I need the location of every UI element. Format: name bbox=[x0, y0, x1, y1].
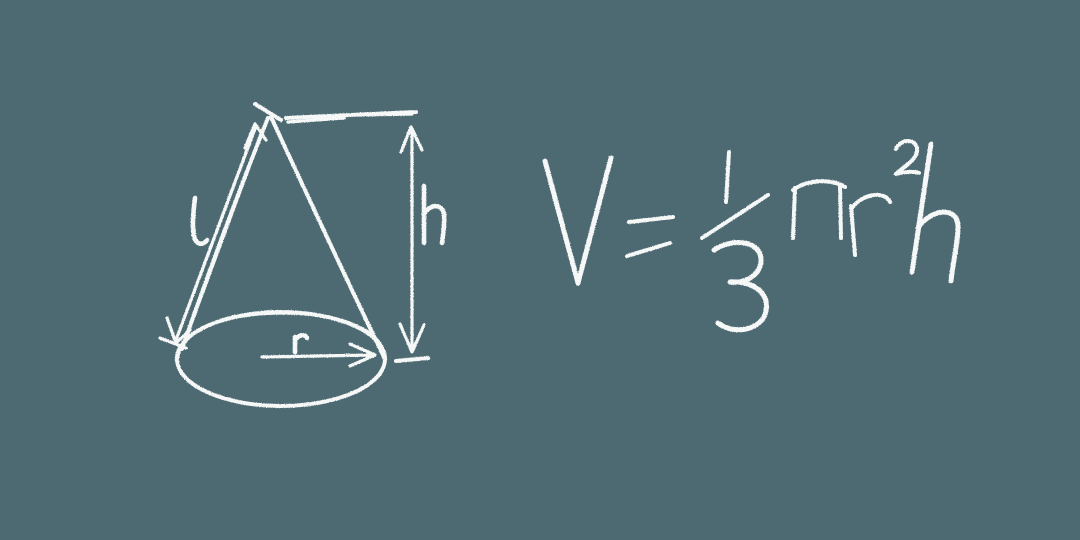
cone-base-ellipse-overstroke bbox=[176, 311, 387, 360]
formula-pi: π bbox=[791, 179, 847, 240]
formula-fraction-bar bbox=[700, 193, 770, 240]
height-arrowhead-down bbox=[398, 322, 426, 354]
formula-equals-top-bar bbox=[627, 215, 675, 224]
height-label: h bbox=[421, 183, 447, 246]
apex-guide-line-overstroke bbox=[286, 112, 414, 124]
slant-height-arrow-shaft bbox=[174, 124, 258, 342]
formula-equals-bottom-bar bbox=[625, 241, 672, 258]
formula-numerator-1 bbox=[724, 150, 731, 204]
radius-label: r bbox=[292, 332, 310, 355]
slant-height-base-tick bbox=[158, 336, 188, 350]
height-arrowhead-up bbox=[399, 125, 424, 154]
formula-V: V bbox=[542, 155, 614, 286]
formula-r-shoulder bbox=[850, 192, 892, 210]
cone-right-edge bbox=[269, 115, 386, 359]
formula-pi-left-leg bbox=[791, 186, 797, 240]
volume-formula: V = 1 3 bbox=[542, 139, 961, 333]
label-h-bowl bbox=[421, 203, 447, 246]
apex-tick-mark bbox=[253, 102, 283, 122]
slant-height-arrow-shaft-2 bbox=[182, 127, 265, 345]
formula-fraction: 1 3 bbox=[700, 150, 770, 333]
label-l-glyph bbox=[190, 195, 210, 247]
radius-arrowhead bbox=[348, 342, 377, 368]
formula-pi-top-bar bbox=[791, 179, 847, 192]
slant-height-arrowhead-up bbox=[243, 122, 268, 150]
formula-denominator-3 bbox=[711, 240, 769, 333]
label-r-shoulder bbox=[292, 332, 310, 343]
formula-exponent-glyph bbox=[894, 139, 921, 176]
formula-V-right-stroke bbox=[575, 155, 614, 286]
formula-exponent-2: 2 bbox=[894, 139, 921, 176]
formula-r-stem bbox=[849, 204, 857, 257]
formula-V-left-stroke bbox=[542, 158, 581, 286]
formula-equals: = bbox=[625, 215, 675, 258]
slant-height-label: l bbox=[190, 195, 210, 247]
formula-h: h bbox=[909, 141, 961, 284]
formula-pi-right-leg bbox=[838, 184, 843, 240]
formula-h-bowl bbox=[915, 209, 961, 284]
height-base-tick bbox=[394, 356, 430, 363]
formula-h-stem bbox=[909, 141, 934, 275]
formula-r: r bbox=[849, 192, 892, 257]
cone-diagram: l h bbox=[158, 102, 447, 408]
radius-arrow-shaft bbox=[260, 353, 374, 359]
